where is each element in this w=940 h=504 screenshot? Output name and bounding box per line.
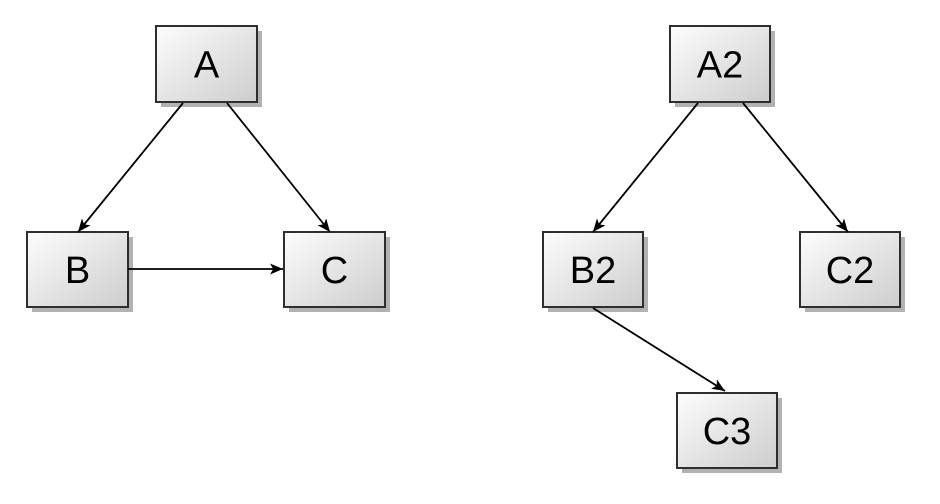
node-box-C3[interactable] [676,392,778,469]
node-label-A: A [194,45,220,87]
node-label-C: C [321,250,348,292]
node-label-B: B [65,250,90,292]
node-label-C2: C2 [826,250,875,292]
node-box-B[interactable] [26,231,129,308]
node-box-C[interactable] [283,231,386,308]
node-label-B2: B2 [570,250,616,292]
edge-B2-C3[interactable] [592,307,726,392]
node-C2[interactable]: C2 [799,231,901,308]
node-box-A2[interactable] [669,25,771,103]
edge-A2-C2[interactable] [742,102,849,233]
edge-A-B[interactable] [77,102,184,233]
node-C[interactable]: C [283,231,386,308]
edge-A-C[interactable] [226,102,331,233]
node-box-C2[interactable] [799,231,901,308]
node-label-A2: A2 [697,45,743,87]
node-B[interactable]: B [26,231,129,308]
node-label-C3: C3 [703,411,752,453]
node-box-B2[interactable] [542,231,644,308]
edge-A2-B2[interactable] [592,102,699,233]
left-graph: A B C [26,25,390,312]
node-A[interactable]: A [155,25,258,103]
node-box-A[interactable] [155,25,258,103]
node-C3[interactable]: C3 [676,392,778,469]
node-A2[interactable]: A2 [669,25,771,103]
node-B2[interactable]: B2 [542,231,644,308]
